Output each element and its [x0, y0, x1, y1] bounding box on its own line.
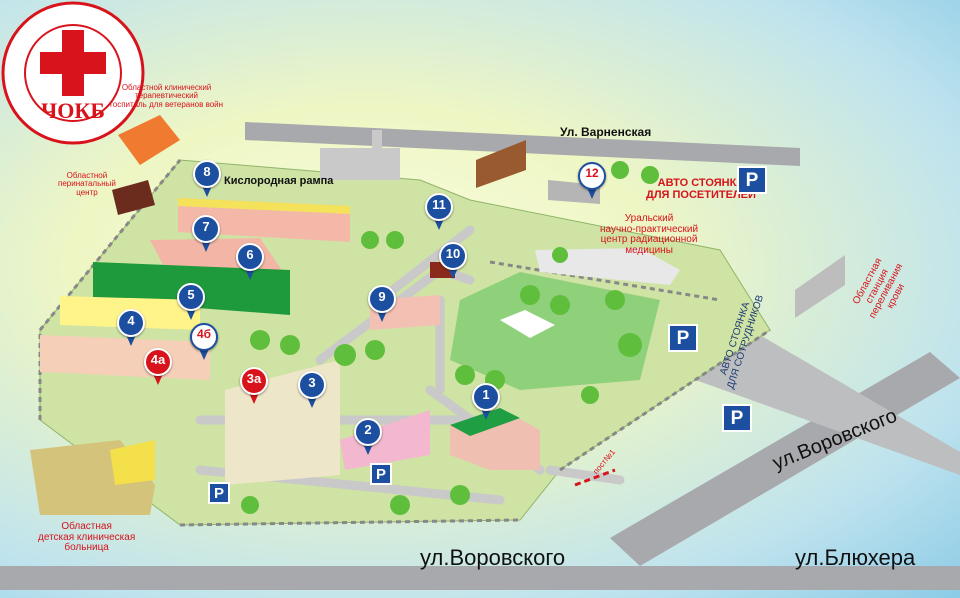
svg-text:ЧОКБ: ЧОКБ [41, 98, 105, 123]
building-8-roof [178, 198, 350, 214]
pin-building-7[interactable]: 7 [192, 215, 220, 255]
street-vorovskogo-bottom: ул.Воровского [420, 545, 566, 570]
building-perinatal [112, 180, 155, 215]
pin-building-4[interactable]: 4 [117, 309, 145, 349]
pin-building-8[interactable]: 8 [193, 160, 221, 200]
fence [38, 159, 771, 527]
building-garage [476, 140, 526, 188]
trees [241, 161, 659, 515]
pin-building-2[interactable]: 2 [354, 418, 382, 458]
label-visitor-parking: АВТО СТОЯНКА ДЛЯ ПОСЕТИТЕЛЕЙ [646, 177, 756, 201]
pin-building-10[interactable]: 10 [439, 242, 467, 282]
parking-sign-building-3: P [208, 482, 230, 504]
hospital-logo: ЧОКБ [1, 1, 145, 145]
pin-building-11[interactable]: 11 [425, 193, 453, 233]
building-1-roof [450, 408, 520, 436]
street-varnenskaya: Ул. Варненская [560, 125, 652, 139]
pin-building-3a[interactable]: 3а [240, 367, 268, 407]
chimney [372, 130, 382, 180]
pin-building-5[interactable]: 5 [177, 283, 205, 323]
pin-building-1[interactable]: 1 [472, 383, 500, 423]
road-vorovskogo-bottom [0, 566, 960, 590]
pin-building-12[interactable]: 12 [578, 162, 606, 202]
building-2 [340, 410, 430, 470]
parking-sign-right: P [722, 404, 752, 432]
street-blyukhera: ул.Блюхера [795, 545, 916, 570]
barrier [574, 468, 616, 487]
pin-building-9[interactable]: 9 [368, 285, 396, 325]
building-therapeutic [118, 115, 180, 165]
parking-sign-staff: P [668, 324, 698, 352]
building-radiation [535, 248, 680, 285]
helipad [500, 310, 555, 338]
pin-building-4a[interactable]: 4а [144, 348, 172, 388]
pin-building-6[interactable]: 6 [236, 243, 264, 283]
label-therapeutic-hospital: Областной клинический терапевтический го… [110, 83, 224, 109]
pin-building-4b[interactable]: 4б [190, 323, 218, 363]
pin-building-3[interactable]: 3 [298, 371, 326, 411]
oxygen-ramp-label: Кислородная рампа [224, 175, 334, 187]
building-children-yellow [110, 440, 155, 485]
label-perinatal-center: Областной перинатальный центр [58, 171, 116, 197]
label-radiation-center: Уральский научно-практический центр ради… [600, 213, 699, 256]
building-blood-station [795, 255, 845, 318]
parking-sign-visitors: P [737, 166, 767, 194]
label-children-hospital: Областная детская клиническая больница [38, 521, 136, 553]
parking-sign-building-2: P [370, 463, 392, 485]
